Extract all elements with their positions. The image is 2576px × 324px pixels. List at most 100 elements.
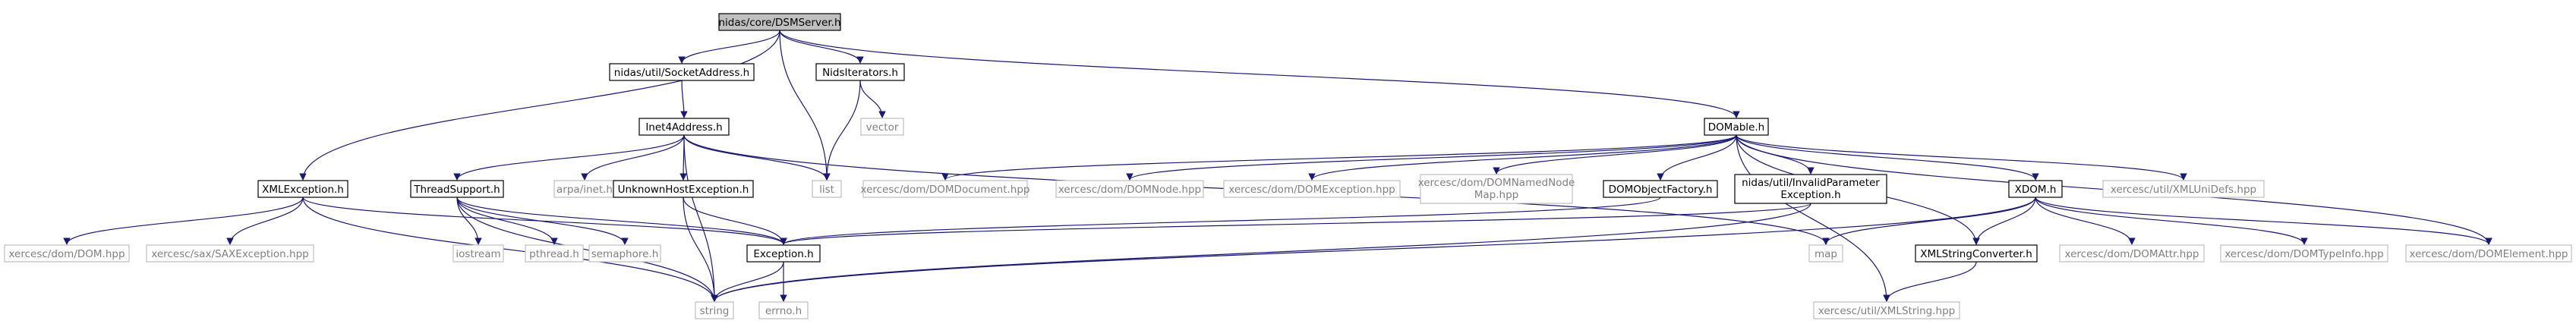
node-domobjectfactory[interactable]: DOMObjectFactory.h [1603,180,1718,198]
edge-domable-to-domnode [1126,134,1737,181]
node-label-semaphore: semaphore.h [591,248,659,260]
edge-socketaddress-to-inet4address [680,80,688,118]
node-threadsupport[interactable]: ThreadSupport.h [410,180,504,198]
node-label-xdom: XDOM.h [2015,184,2057,196]
node-box-domobjectfactory [1603,180,1718,198]
node-label-vector: vector [866,121,899,134]
edge-dsmserver-to-domable [779,30,1740,118]
node-box-xmlstringconverter [1915,244,2038,263]
edge-domable-to-domnamednodemap [1493,134,1737,175]
edge-threadsupport-to-semaphore [456,197,629,245]
node-xercesdom: xercesc/dom/DOM.hpp [4,244,130,263]
edge-nidsiterators-to-vector [859,80,886,118]
node-box-domnamednodemap [1420,174,1573,204]
node-label-list: list [819,184,834,196]
node-box-domnode [1055,180,1204,198]
node-box-domelement [2405,244,2572,263]
node-label-iostream: iostream [456,248,500,260]
node-label-domelement: xercesc/dom/DOMElement.hpp [2410,248,2568,260]
node-socketaddress[interactable]: nidas/util/SocketAddress.h [609,63,755,81]
edge-threadsupport-to-iostream [456,197,482,245]
node-box-inet4address [638,118,730,136]
node-iostream: iostream [452,244,504,263]
node-exception[interactable]: Exception.h [746,244,821,263]
node-box-threadsupport [410,180,504,198]
node-vector: vector [860,118,904,136]
node-label-domable: DOMable.h [1708,121,1764,134]
node-label-domnode: xercesc/dom/DOMNode.hpp [1058,184,1201,196]
edge-dsmserver-to-socketaddress [678,30,780,64]
node-dsmserver[interactable]: nidas/core/DSMServer.h [718,13,841,31]
edge-threadsupport-to-string [456,197,718,302]
edge-invalidparam-to-string [711,203,1811,302]
node-label-string: string [700,305,730,317]
node-box-nidsiterators [815,63,905,81]
node-box-xdom [2008,180,2063,198]
node-layer: nidas/core/DSMServer.h nidas/util/SocketA… [4,13,2572,319]
node-box-map [1808,244,1843,263]
node-saxexception: xercesc/sax/SAXException.hpp [146,244,314,263]
edge-dsmserver-to-list [779,30,831,181]
edge-domable-to-domdocument [941,134,1737,181]
edge-domable-to-domobjectfactory [1657,134,1737,181]
edge-domable-to-xdom [1736,134,2039,181]
node-unknownhost[interactable]: UnknownHostException.h [613,180,754,198]
edge-nidsiterators-to-list [823,80,861,181]
node-label-arpainet: arpa/inet.h [557,184,613,196]
edge-dsmserver-to-nidsiterators [779,30,864,64]
node-box-string [695,301,734,319]
node-semaphore: semaphore.h [588,244,661,263]
node-box-invalidparam [1734,174,1887,204]
node-pthread: pthread.h [525,244,584,263]
node-box-domexception [1223,180,1401,198]
node-box-domable [1704,118,1769,136]
edge-unknownhost-to-string [683,197,718,302]
node-box-xmlstring [1813,301,1960,319]
node-domable[interactable]: DOMable.h [1704,118,1769,136]
node-box-socketaddress [609,63,755,81]
edge-threadsupport-to-pthread [456,197,558,245]
edge-inet4address-to-threadsupport [453,134,685,181]
node-label-domattr: xercesc/dom/DOMAttr.hpp [2065,248,2199,260]
node-inet4address[interactable]: Inet4Address.h [638,118,730,136]
node-domnode: xercesc/dom/DOMNode.hpp [1055,180,1204,198]
node-label-invalidparam-line-0: nidas/util/InvalidParameter [1742,177,1880,189]
node-box-domattr [2059,244,2205,263]
node-xmlexception[interactable]: XMLException.h [257,180,348,198]
node-box-exception [746,244,821,263]
node-label-invalidparam-line-1: Exception.h [1780,189,1840,201]
edge-xmlexception-to-exception [302,197,787,245]
node-label-errno: errno.h [765,305,802,317]
edge-xmlexception-to-xercesdom [63,197,304,245]
edge-xdom-to-domelement [2035,197,2492,245]
node-map: map [1808,244,1843,263]
node-label-domnamednodemap-line-1: Map.hpp [1474,189,1518,201]
node-box-dsmserver [718,13,841,31]
node-xdom[interactable]: XDOM.h [2008,180,2063,198]
node-box-xmlexception [257,180,348,198]
edge-xmlexception-to-string [302,197,718,302]
edge-inet4address-to-list [683,134,831,181]
node-label-xmlunidefs: xercesc/util/XMLUniDefs.hpp [2111,184,2256,196]
node-domexception: xercesc/dom/DOMException.hpp [1223,180,1401,198]
node-label-nidsiterators: NidsIterators.h [822,67,898,79]
edge-xdom-to-domtypeinfo [2035,197,2308,245]
node-nidsiterators[interactable]: NidsIterators.h [815,63,905,81]
node-xmlstring: xercesc/util/XMLString.hpp [1813,301,1960,319]
node-domtypeinfo: xercesc/dom/DOMTypeInfo.hpp [2220,244,2388,263]
node-label-xercesdom: xercesc/dom/DOM.hpp [8,248,125,260]
node-label-domdocument: xercesc/dom/DOMDocument.hpp [861,184,1030,196]
node-label-map: map [1815,248,1837,260]
node-box-errno [758,301,809,319]
node-label-exception: Exception.h [753,248,813,260]
node-label-saxexception: xercesc/sax/SAXException.hpp [151,248,308,260]
edge-domable-to-xmlstring [1736,134,1890,302]
node-label-domobjectfactory: DOMObjectFactory.h [1609,184,1713,196]
edge-inet4address-to-string [683,134,718,302]
node-label-xmlexception: XMLException.h [262,184,344,196]
node-xmlstringconverter[interactable]: XMLStringConverter.h [1915,244,2038,263]
edge-xmlexception-to-saxexception [226,197,304,245]
edge-unknownhost-to-exception [683,197,787,245]
